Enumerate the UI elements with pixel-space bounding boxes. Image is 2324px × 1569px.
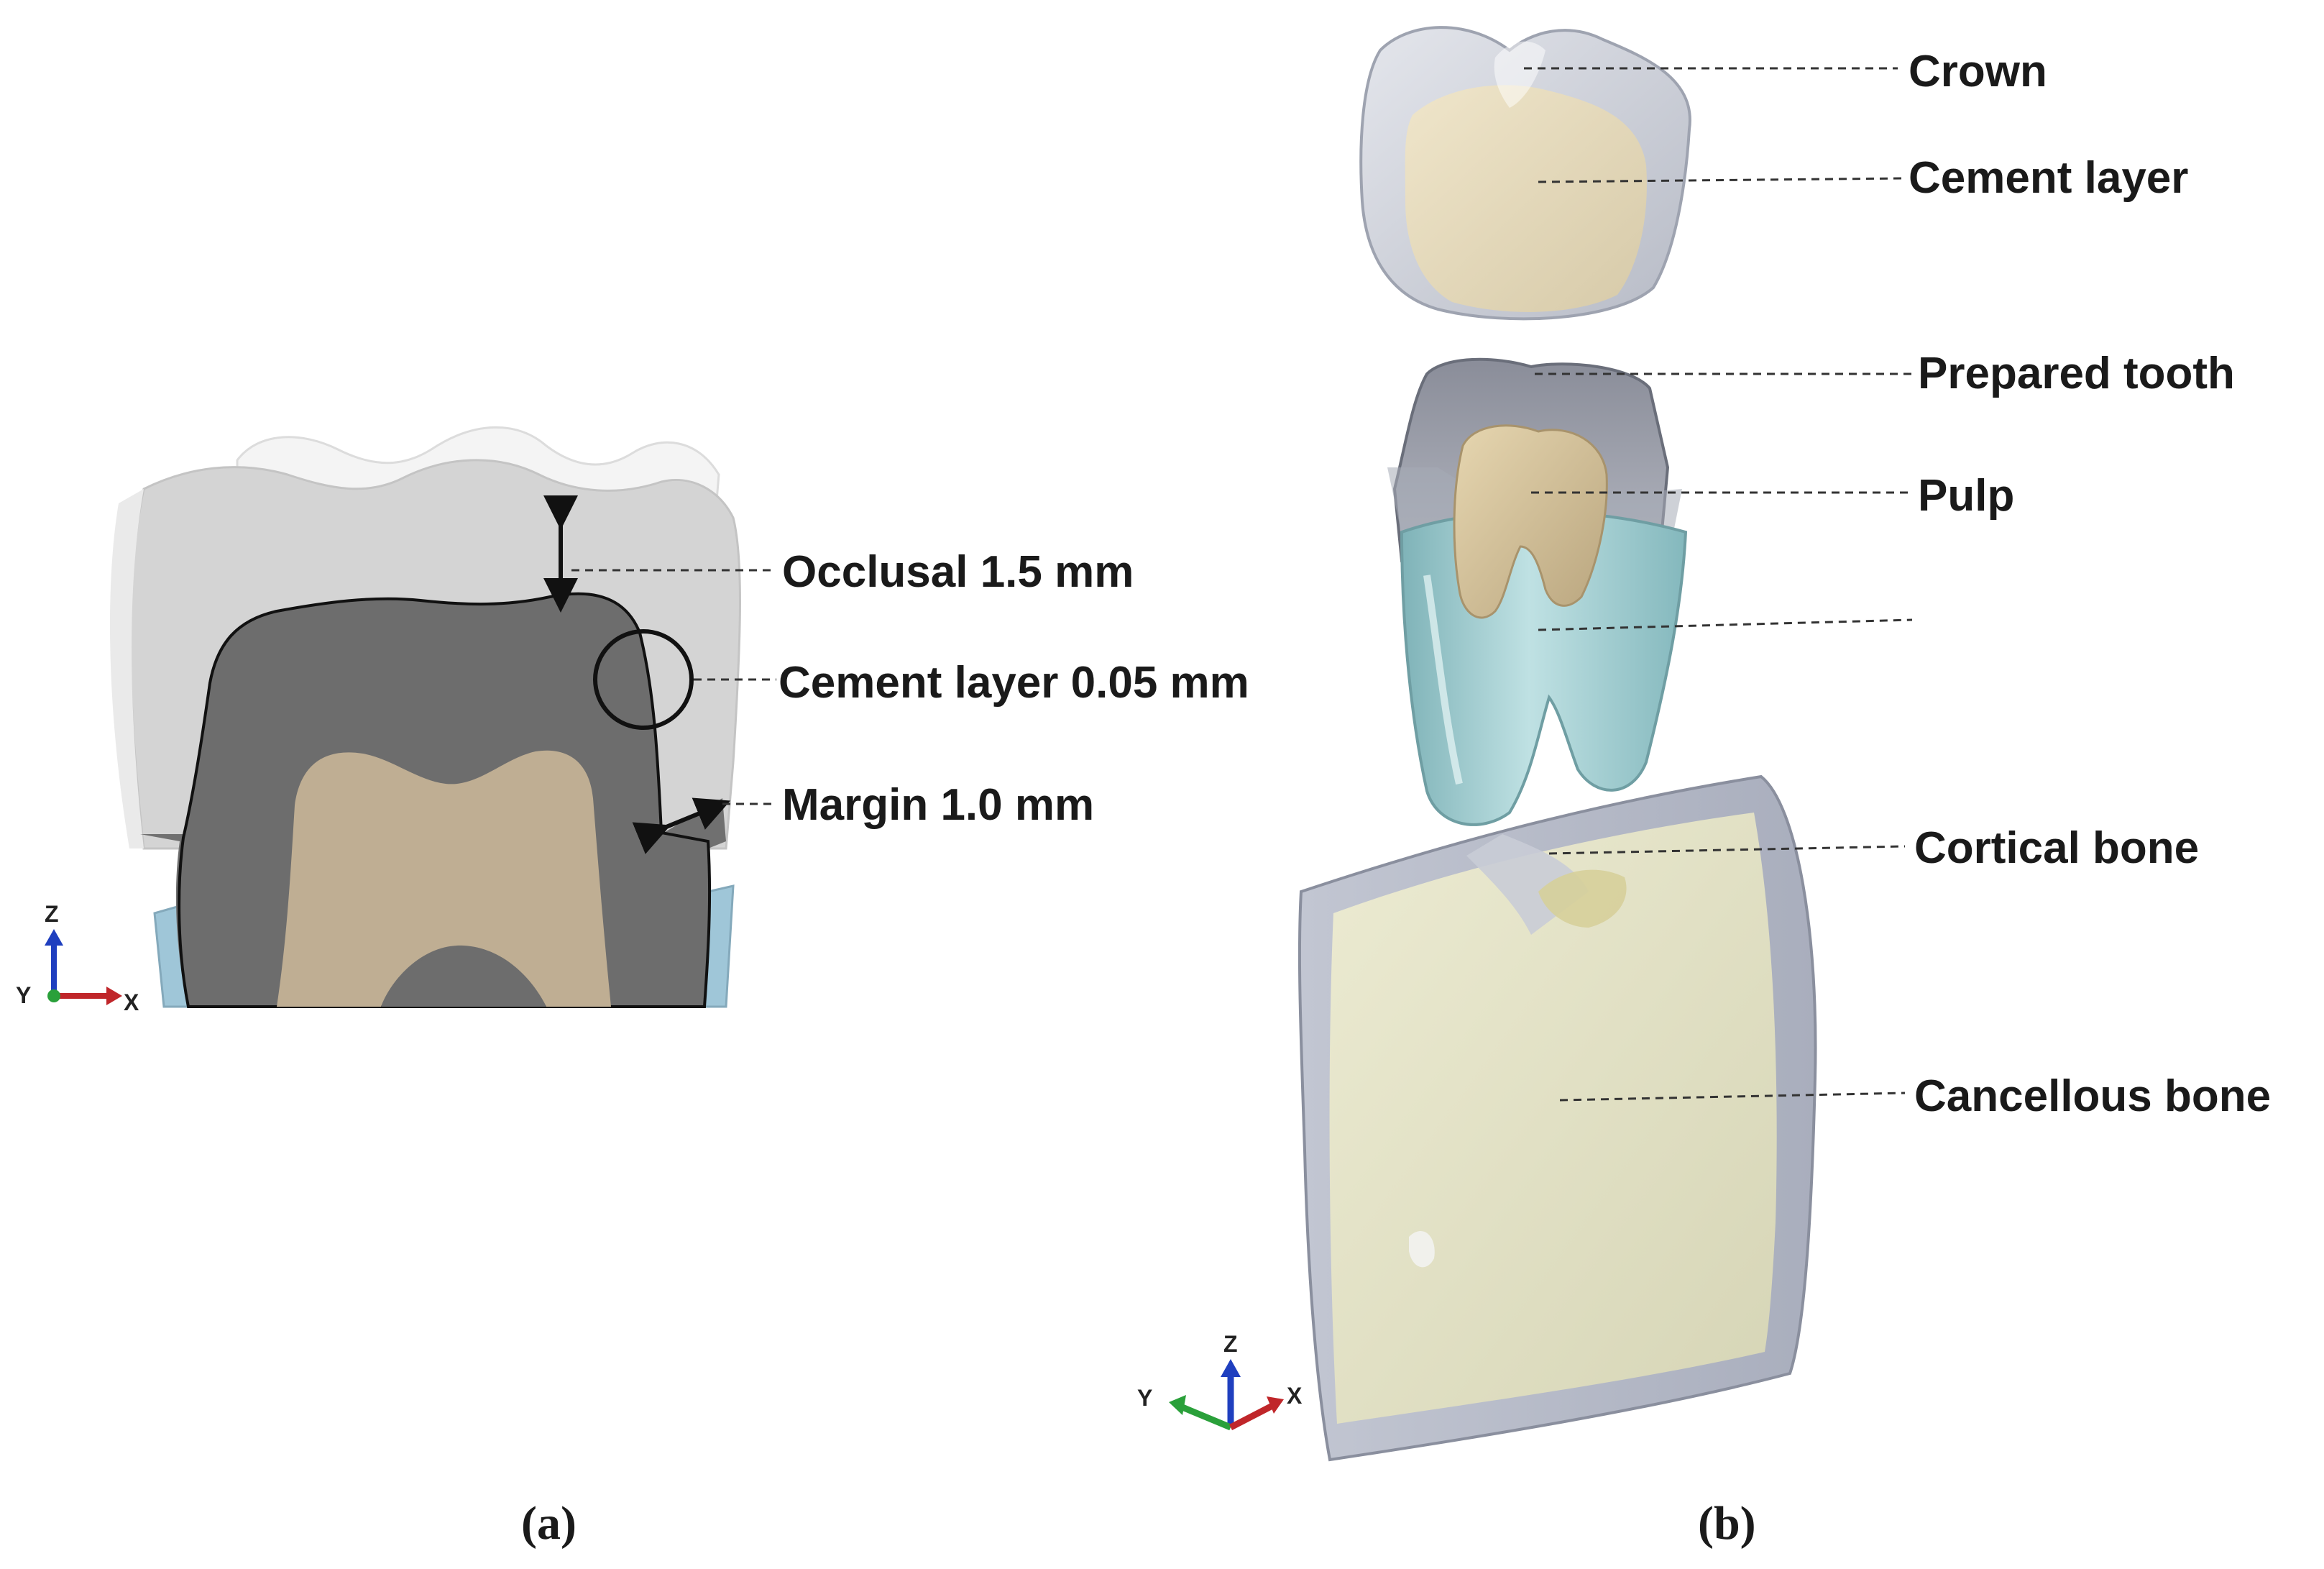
pulp-floor	[381, 948, 546, 1007]
crown-3d	[1359, 26, 1691, 321]
bone-block-3d	[1298, 774, 1817, 1462]
cement-layer-leader	[1538, 177, 1906, 183]
axis-triad-b: Z Y X	[1137, 1331, 1303, 1431]
label-margin: Margin 1.0 mm	[782, 780, 1094, 830]
label-pulp: Pulp	[1918, 471, 2014, 521]
label-cement-thickness: Cement layer 0.05 mm	[779, 658, 1249, 708]
crown-highlight	[110, 489, 144, 848]
label-occlusal: Occlusal 1.5 mm	[782, 547, 1134, 597]
cancellous-bone-leader	[1559, 1092, 1906, 1102]
cortical-bone-leader	[1548, 845, 1906, 855]
svg-text:X: X	[1287, 1383, 1303, 1409]
panel-a-label: (a)	[521, 1497, 577, 1550]
svg-text:Z: Z	[45, 901, 59, 927]
cement-circle	[593, 629, 694, 730]
ligament-leader	[1538, 618, 1913, 631]
label-crown: Crown	[1909, 47, 2047, 96]
svg-text:Z: Z	[1223, 1331, 1238, 1357]
pulp-3d	[1453, 424, 1608, 619]
axis-triad-a: Z Y X	[16, 901, 139, 1015]
label-prepared-tooth: Prepared tooth	[1918, 349, 2235, 398]
margin-arrow	[632, 797, 731, 854]
label-cement-layer: Cement layer	[1909, 153, 2188, 203]
label-cortical-bone: Cortical bone	[1914, 823, 2199, 873]
svg-text:X: X	[124, 989, 139, 1015]
svg-text:Y: Y	[1137, 1385, 1152, 1411]
panel-b-label: (b)	[1698, 1497, 1756, 1550]
label-cancellous-bone: Cancellous bone	[1914, 1071, 2271, 1121]
pulp-section	[277, 750, 611, 1007]
panel-a: Occlusal 1.5 mm Cement layer 0.05 mm Mar…	[16, 426, 1249, 1550]
svg-text:Y: Y	[16, 982, 31, 1008]
panel-b: Crown Cement layer Prepared tooth Pulp C…	[1137, 26, 2271, 1550]
